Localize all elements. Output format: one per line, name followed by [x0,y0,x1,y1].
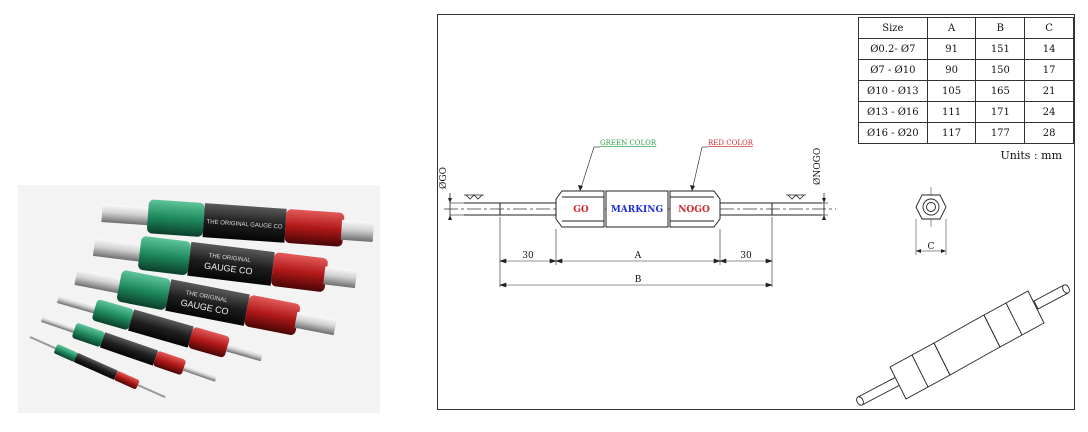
size-spec-table: Size A B C Ø0.2- Ø7 91 151 14 Ø7 - Ø10 9… [858,17,1074,144]
cell-c: 24 [1024,101,1074,123]
dimension-row-a [499,258,773,264]
cell-b: 171 [975,101,1026,123]
green-color-label: GREEN COLOR [600,139,657,147]
dimension-row-b [499,282,773,288]
go-hex-section [555,190,605,228]
dim-30-right: 30 [740,251,752,261]
header-b: B [975,17,1026,39]
surface-finish-left-icon [464,194,484,200]
gauge-1-text: THE ORIGINAL GAUGE CO [206,219,283,230]
table-header-row: Size A B C [858,17,1074,39]
cell-size: Ø16 - Ø20 [858,122,928,144]
cell-b: 165 [975,80,1026,102]
isometric-view [856,284,1070,406]
cell-size: Ø7 - Ø10 [858,59,928,81]
end-view [915,187,947,255]
go-pin [464,202,556,216]
dim-30-left: 30 [522,251,534,261]
table-row: Ø16 - Ø20 117 177 28 [858,122,1074,144]
gauge-4 [56,295,263,362]
gauge-product-photo: THE ORIGINAL GAUGE CO THE ORIGINAL GAUGE… [18,185,380,413]
gauge-2: THE ORIGINAL GAUGE CO [92,236,358,292]
cell-c: 21 [1024,80,1074,102]
technical-drawing-frame: ØGO ØNOGO GO MARKING NOGO [437,14,1075,410]
cell-b: 151 [975,38,1026,60]
cell-a: 117 [926,122,977,144]
header-c: C [1024,17,1074,39]
marking-section [605,190,669,228]
gauge-2-text-top: THE ORIGINAL [208,253,251,264]
dim-b: B [635,275,642,285]
dim-c: C [928,242,935,252]
handle-body [555,190,721,228]
cell-a: 105 [926,80,977,102]
gauge-1: THE ORIGINAL GAUGE CO [101,199,375,247]
go-label: GO [573,205,589,215]
gauge-3: THE ORIGINAL GAUGE CO [74,269,337,336]
cell-size: Ø13 - Ø16 [858,101,928,123]
table-row: Ø10 - Ø13 105 165 21 [858,80,1074,102]
cell-a: 90 [926,59,977,81]
nogo-label: NOGO [678,205,710,215]
table-row: Ø7 - Ø10 90 150 17 [858,59,1074,81]
green-leader [579,146,595,192]
header-a: A [926,17,977,39]
red-color-label: RED COLOR [708,139,754,147]
cell-a: 111 [926,101,977,123]
table-row: Ø13 - Ø16 111 171 24 [858,101,1074,123]
cell-b: 150 [975,59,1026,81]
phi-go-dimension [448,193,464,220]
red-leader [691,146,703,192]
phi-nogo-dimension [822,193,828,220]
technical-drawing: ØGO ØNOGO GO MARKING NOGO [438,139,1070,406]
cell-c: 14 [1024,38,1074,60]
cell-a: 91 [926,38,977,60]
nogo-hex-section [669,190,721,228]
units-label: Units : mm [1000,149,1063,162]
nogo-pin [720,202,822,216]
gauge-6 [29,336,166,399]
header-size: Size [858,17,928,39]
phi-go-label: ØGO [438,167,449,189]
surface-finish-right-icon [786,194,806,200]
table-row: Ø0.2- Ø7 91 151 14 [858,38,1074,60]
cell-c: 28 [1024,122,1074,144]
cell-size: Ø0.2- Ø7 [858,38,928,60]
cell-b: 177 [975,122,1026,144]
gauge-5 [41,316,217,382]
dim-a: A [634,251,642,261]
cell-size: Ø10 - Ø13 [858,80,928,102]
phi-nogo-label: ØNOGO [812,148,823,185]
marking-label: MARKING [611,205,663,215]
cell-c: 17 [1024,59,1074,81]
